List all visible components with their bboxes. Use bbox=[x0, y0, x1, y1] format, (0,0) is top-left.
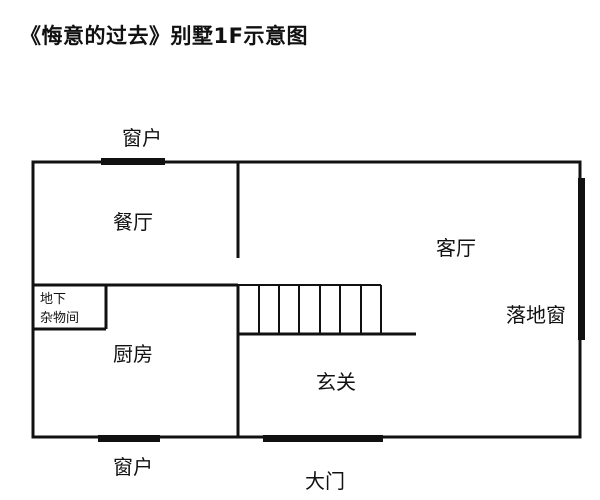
kitchen-label: 厨房 bbox=[113, 342, 153, 366]
outer-wall bbox=[31, 160, 582, 439]
storage-room-label-line2: 杂物间 bbox=[40, 311, 79, 326]
storage-room-label-line1: 地下 bbox=[40, 292, 66, 307]
bottom-window-label: 窗户 bbox=[113, 455, 153, 479]
page-title: 《悔意的过去》别墅1F示意图 bbox=[20, 24, 308, 48]
floor-window-mark bbox=[578, 178, 585, 340]
floor-window-label: 落地窗 bbox=[506, 303, 566, 327]
main-door-label: 大门 bbox=[305, 469, 345, 493]
staircase bbox=[238, 284, 416, 336]
living-room-label: 客厅 bbox=[436, 236, 476, 260]
bottom-window-mark bbox=[98, 435, 160, 442]
main-door-mark bbox=[263, 435, 383, 442]
dining-room-label: 餐厅 bbox=[113, 210, 153, 234]
top-window-label: 窗户 bbox=[122, 126, 162, 150]
top-window-mark bbox=[101, 158, 165, 165]
entrance-label: 玄关 bbox=[316, 370, 356, 394]
